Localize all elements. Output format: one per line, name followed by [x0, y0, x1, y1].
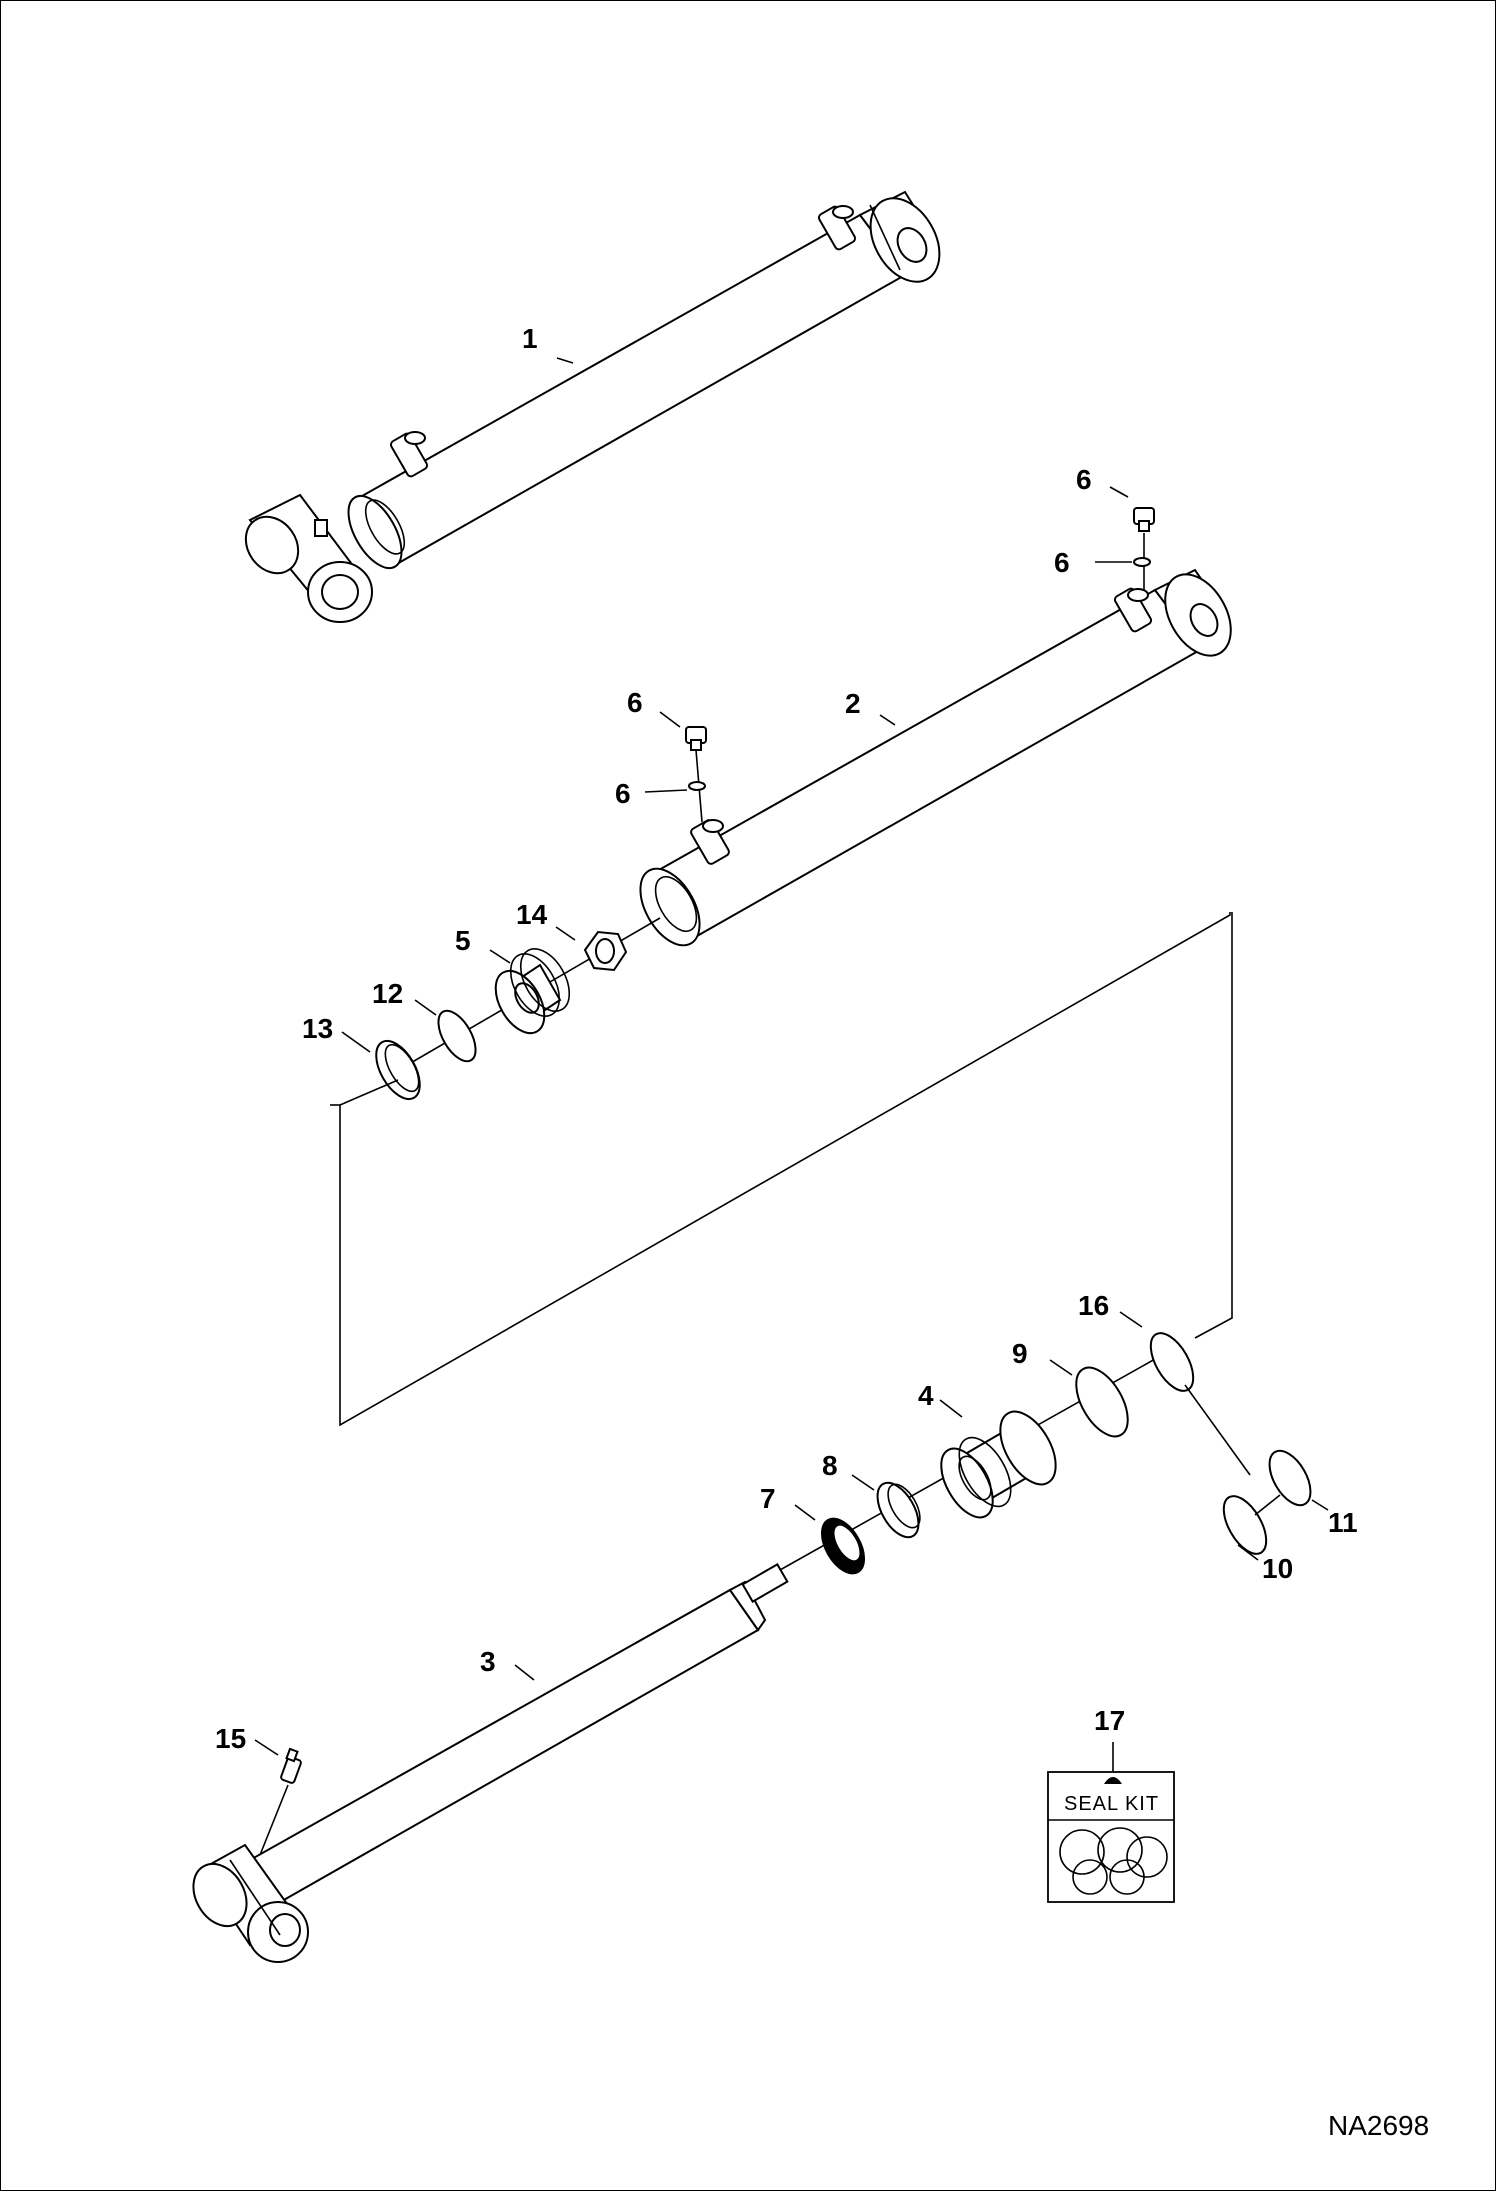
- callout-16: 16: [1078, 1290, 1109, 1321]
- callout-6c: 6: [627, 687, 643, 718]
- leader-9: [1049, 1359, 1073, 1376]
- part-13-seal-ring: [375, 1040, 421, 1100]
- leader-12: [414, 999, 437, 1016]
- part-4-gland: [940, 1410, 1057, 1519]
- callout-7: 7: [760, 1483, 776, 1514]
- figure-reference: NA2698: [1328, 2110, 1429, 2141]
- seal-kit-ring-icon: [1072, 1859, 1108, 1895]
- seal-kit-hanger-icon: [1104, 1777, 1122, 1784]
- callout-6d: 6: [615, 778, 631, 809]
- callout-8: 8: [822, 1450, 838, 1481]
- part-14-nut: [583, 930, 628, 972]
- callout-6b: 6: [1054, 547, 1070, 578]
- callout-14: 14: [516, 899, 548, 930]
- connector-left-join: [339, 1079, 399, 1106]
- leader-5: [489, 949, 511, 964]
- seal-kit-ring-icon: [1126, 1836, 1168, 1878]
- leader-11: [1311, 1499, 1329, 1511]
- part-5-piston: [494, 948, 571, 1035]
- part-1-cylinder-assembly: [244, 190, 941, 623]
- part-2-barrel: [639, 568, 1232, 947]
- part-17-seal-kit: SEAL KIT: [1047, 1742, 1175, 1903]
- callout-1: 1: [522, 323, 538, 354]
- leader-10: [1237, 1544, 1259, 1561]
- callout-13: 13: [302, 1013, 333, 1044]
- leader-15: [254, 1739, 279, 1756]
- leader-3: [514, 1664, 535, 1681]
- part-8-wear-ring: [876, 1481, 921, 1539]
- leader-4: [939, 1399, 963, 1418]
- callout-12: 12: [372, 978, 403, 1009]
- leader-16: [1119, 1311, 1143, 1328]
- leader-14: [555, 926, 576, 941]
- part-9-o-ring: [1075, 1366, 1129, 1438]
- part-3-rod: [192, 1562, 789, 1963]
- seal-kit-ring-icon: [1059, 1829, 1105, 1875]
- leader-8: [851, 1474, 875, 1491]
- callout-2: 2: [845, 688, 861, 719]
- part-12-o-ring: [437, 1009, 477, 1063]
- part-15-grease-fitting: [259, 1747, 302, 1856]
- assembly-connector-line: [339, 912, 1231, 1427]
- callout-6a: 6: [1076, 464, 1092, 495]
- leader-side-items: [1184, 1384, 1251, 1476]
- callout-5: 5: [455, 925, 471, 956]
- part-6-plugs-and-orings: [685, 507, 1155, 823]
- leader-7: [794, 1504, 816, 1521]
- callout-9: 9: [1012, 1338, 1028, 1369]
- connector-right-edge: [1194, 912, 1233, 1339]
- leader-2: [879, 714, 896, 726]
- leader-1: [556, 357, 574, 364]
- seal-kit-ring-icon: [1109, 1859, 1145, 1895]
- leader-6c: [659, 711, 681, 728]
- seal-kit-ring-icon: [1097, 1827, 1143, 1873]
- leader-13: [341, 1031, 371, 1053]
- callout-10: 10: [1262, 1553, 1293, 1584]
- leader-6a: [1109, 486, 1129, 498]
- part-7-wiper-seal: [820, 1517, 866, 1575]
- axis-10-11: [1254, 1494, 1281, 1516]
- part-10-ring: [1222, 1495, 1268, 1555]
- callout-11: 11: [1328, 1507, 1358, 1538]
- seal-kit-label: SEAL KIT: [1064, 1793, 1159, 1815]
- callout-17: 17: [1094, 1705, 1125, 1736]
- callout-4: 4: [918, 1380, 934, 1411]
- callout-15: 15: [215, 1723, 246, 1754]
- part-11-ring: [1268, 1449, 1312, 1507]
- callout-3: 3: [480, 1646, 496, 1677]
- leader-6d: [644, 789, 688, 793]
